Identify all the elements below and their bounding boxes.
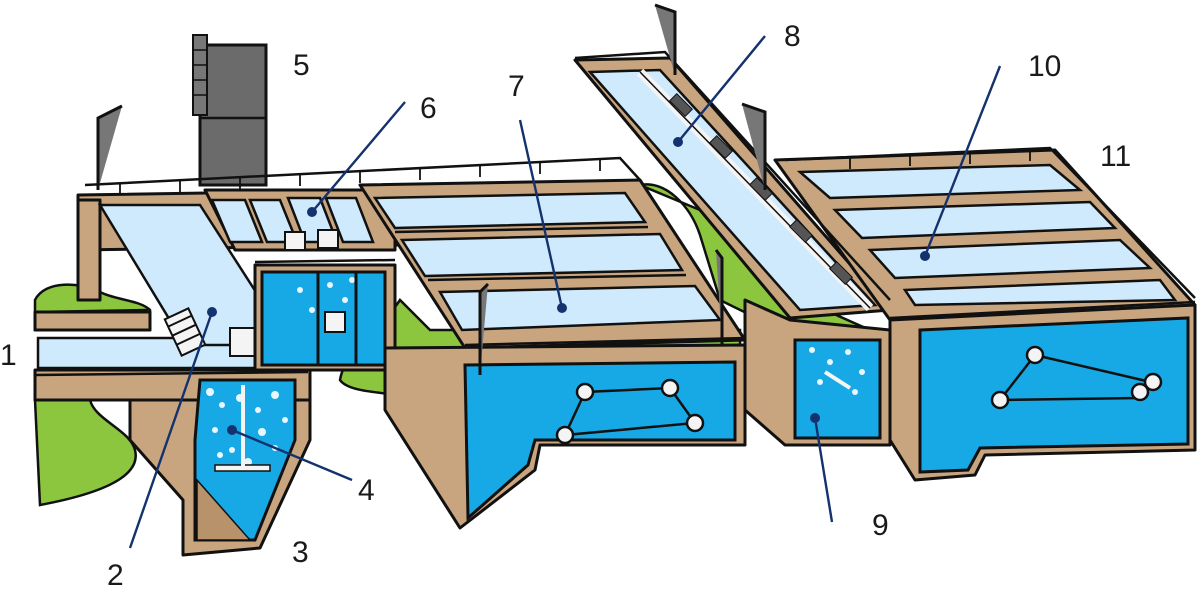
secondary-lane-1 [796, 163, 1084, 200]
leader-lines [128, 35, 1002, 549]
label-3: 3 [292, 536, 309, 569]
drive-unit-box [229, 327, 259, 357]
railings [34, 50, 1196, 377]
valve-box-2 [317, 229, 339, 249]
secondary-basin-water [918, 316, 1190, 474]
clarifier-8-water [587, 68, 878, 312]
label-7: 7 [508, 70, 525, 103]
ground-grass-left-lower [33, 398, 137, 507]
hopper-sludge [196, 478, 252, 541]
aeration-divider-1 [394, 225, 649, 234]
label-1: 1 [0, 339, 17, 372]
bar-screen-icon [163, 307, 207, 357]
secondary-lane-4 [902, 278, 1178, 307]
grit-basin-side [76, 198, 102, 302]
label-5: 5 [293, 49, 310, 82]
label-4: 4 [358, 474, 375, 507]
small-tank-1-water [210, 198, 264, 244]
label-10: 10 [1028, 50, 1061, 83]
secondary-lane-2 [832, 200, 1118, 240]
aeration-lane-1 [372, 191, 648, 230]
label-8: 8 [784, 20, 801, 53]
scraper-bridge [636, 68, 874, 312]
label-6: 6 [420, 92, 437, 125]
inlet-channel-wall [33, 310, 152, 332]
small-tank-4-water [324, 196, 375, 244]
label-9: 9 [872, 509, 889, 542]
small-tanks-water-body [260, 270, 387, 367]
chain-conveyor-1 [555, 378, 705, 445]
aeration-lane-3 [437, 284, 723, 332]
label-11: 11 [1100, 140, 1131, 173]
valve-box-1 [284, 231, 306, 251]
tank-9-mixer [823, 370, 852, 390]
machine-building [192, 34, 268, 187]
pump-box [324, 311, 346, 333]
lamp-poles [96, 3, 767, 375]
secondary-lane-3 [867, 238, 1154, 280]
label-2: 2 [107, 559, 124, 592]
aeration-divider-2 [427, 273, 687, 282]
aeration-basin-water [463, 360, 737, 522]
chain-conveyor-2 [990, 345, 1163, 410]
aeration-lane-2 [399, 232, 685, 278]
aeration-bubbles-9 [809, 347, 865, 395]
tank-9-water [793, 338, 882, 440]
